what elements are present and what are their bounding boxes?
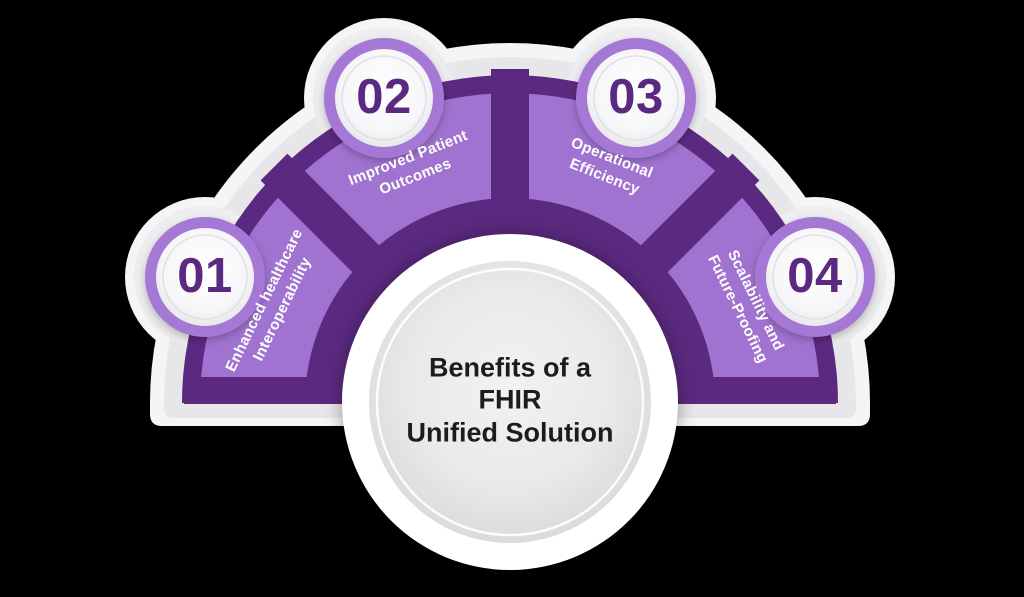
center-title-line1: Benefits of a — [428, 352, 592, 383]
badge-03-number: 03 — [608, 69, 664, 124]
badge-04 — [755, 217, 875, 337]
badge-02 — [324, 38, 444, 158]
badge-02-circle — [335, 49, 433, 147]
badge-03-circle — [587, 49, 685, 147]
center-circle-highlight-ring — [375, 267, 645, 537]
badge-01 — [145, 217, 265, 337]
center-title-line3: Unified Solution — [406, 417, 614, 448]
badge-02-inner-ring — [341, 55, 427, 141]
badge-01-inner-ring — [162, 234, 248, 320]
center-circle — [342, 234, 678, 570]
badge-01-circle — [156, 228, 254, 326]
badge-03 — [576, 38, 696, 158]
fan-segments-band — [200, 93, 820, 404]
badge-03-inner-ring — [593, 55, 679, 141]
center-circle-inner — [369, 261, 651, 543]
badge-04-circle — [766, 228, 864, 326]
center-title: Benefits of a FHIR Unified Solution — [407, 351, 614, 448]
badge-01-number: 01 — [177, 248, 233, 303]
center-title-line2: FHIR — [478, 384, 542, 415]
badge-02-number: 02 — [356, 69, 412, 124]
badge-04-inner-ring — [772, 234, 858, 320]
badge-04-number: 04 — [787, 248, 843, 303]
